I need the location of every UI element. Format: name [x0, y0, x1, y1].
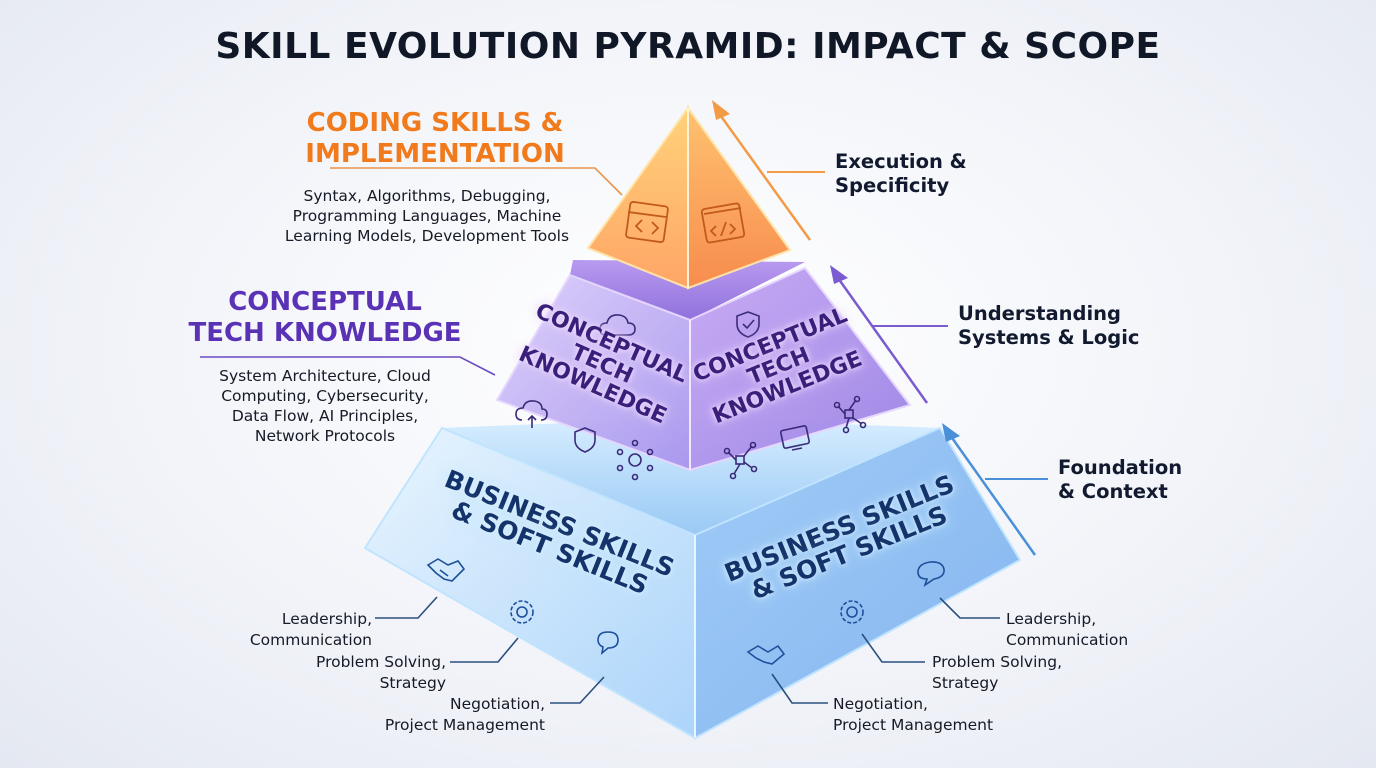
connector-br-1 — [939, 597, 1000, 619]
chat-bubble-icon — [597, 631, 619, 655]
handshake-icon — [746, 644, 786, 665]
code-slash-window-icon — [700, 202, 746, 244]
shield-check-icon — [736, 311, 760, 338]
shield-icon — [574, 427, 596, 453]
arrow-execution — [712, 100, 825, 241]
connector-br-3 — [771, 673, 828, 704]
top-tier-heading: CODING SKILLS &IMPLEMENTATION — [305, 108, 565, 169]
tier-bottom — [363, 418, 1022, 740]
cloud-upload-icon — [515, 400, 548, 428]
arrow-understanding — [830, 265, 948, 404]
cloud-icon — [599, 314, 636, 336]
bottom-left-label-problem-solving: Problem Solving,Strategy — [316, 653, 446, 692]
bottom-left-label-leadership: Leadership,Communication — [249, 610, 372, 649]
network-hub-icon — [833, 395, 867, 434]
bottom-right-label-negotiation: Negotiation,Project Management — [833, 695, 994, 734]
tier-middle — [495, 260, 912, 472]
side-label-execution: Execution &Specificity — [835, 150, 967, 197]
network-hub-icon — [723, 441, 758, 480]
network-node-icon — [616, 439, 654, 481]
connector-middle — [200, 356, 496, 376]
connector-bl-2 — [450, 637, 519, 663]
handshake-icon — [426, 558, 466, 582]
connector-bl-3 — [550, 676, 605, 704]
code-window-icon — [625, 201, 669, 243]
gear-icon — [510, 600, 534, 624]
side-label-foundation: Foundation& Context — [1058, 456, 1183, 503]
gear-icon — [840, 600, 864, 624]
connector-top — [330, 167, 623, 196]
top-tier-description: Syntax, Algorithms, Debugging,Programmin… — [284, 187, 570, 245]
monitor-code-icon — [779, 425, 811, 451]
connector-br-2 — [861, 633, 925, 663]
chat-bubble-icon — [917, 561, 945, 587]
page-title: SKILL EVOLUTION PYRAMID: IMPACT & SCOPE — [215, 26, 1161, 67]
tier-top — [586, 104, 792, 290]
bottom-right-label-problem-solving: Problem Solving,Strategy — [932, 653, 1062, 692]
bottom-left-label-negotiation: Negotiation,Project Management — [384, 695, 545, 734]
bottom-right-label-leadership: Leadership,Communication — [1006, 610, 1129, 649]
arrow-foundation — [942, 423, 1048, 556]
connector-bl-1 — [375, 596, 438, 619]
